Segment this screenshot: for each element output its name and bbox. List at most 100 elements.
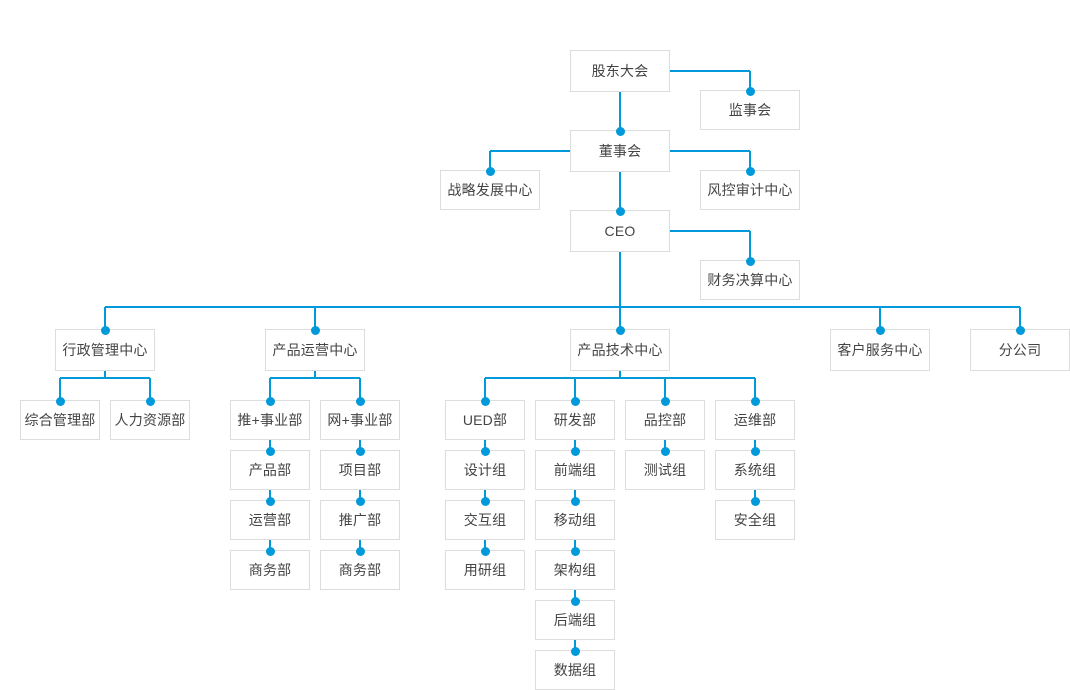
connector-dot-risk-audit [745,166,755,176]
connector-dot-branch [1015,325,1025,335]
org-node-label: 后端组 [553,612,597,628]
org-node-label: 测试组 [643,462,687,478]
connector-dot-test-group [660,446,670,456]
org-node-shareholders[interactable]: 股东大会 [570,50,670,92]
org-node-label: 研发部 [553,412,597,428]
connector-dot-customer-service [875,325,885,335]
connector-dot-admin-center [100,325,110,335]
connector-dot-product-tech [615,325,625,335]
connector-dot-biz-dept-2 [355,546,365,556]
connector-dot-board [615,126,625,136]
org-node-label: 董事会 [598,143,642,159]
org-node-label: 风控审计中心 [707,182,793,198]
connector-dot-system-group [750,446,760,456]
connector-dot-arch-group [570,546,580,556]
connector-dot-product-ops [310,325,320,335]
org-node-label: 商务部 [338,562,382,578]
connector-dot-project-dept [355,446,365,456]
org-node-supervisors[interactable]: 监事会 [700,90,800,130]
org-node-label: 网+事业部 [327,412,393,428]
org-node-strategy[interactable]: 战略发展中心 [440,170,540,210]
org-node-product-ops[interactable]: 产品运营中心 [265,329,365,371]
org-node-label: 监事会 [728,102,772,118]
org-node-security-group[interactable]: 安全组 [715,500,795,540]
org-node-label: 项目部 [338,462,382,478]
org-node-project-dept[interactable]: 项目部 [320,450,400,490]
connector-dot-ceo [615,206,625,216]
connector-dot-mobile-group [570,496,580,506]
org-node-wang-bu[interactable]: 网+事业部 [320,400,400,440]
org-node-ops-dept[interactable]: 运营部 [230,500,310,540]
org-node-customer-service[interactable]: 客户服务中心 [830,329,930,371]
org-node-label: 分公司 [998,342,1042,358]
org-node-design-group[interactable]: 设计组 [445,450,525,490]
connector-dot-data-group [570,646,580,656]
org-node-label: CEO [604,223,636,239]
org-node-promo-dept[interactable]: 推广部 [320,500,400,540]
org-node-product-tech[interactable]: 产品技术中心 [570,329,670,371]
org-node-label: 推广部 [338,512,382,528]
org-node-label: 数据组 [553,662,597,678]
org-node-data-group[interactable]: 数据组 [535,650,615,690]
connector-dot-design-group [480,446,490,456]
connector-dot-promo-dept [355,496,365,506]
org-node-risk-audit[interactable]: 风控审计中心 [700,170,800,210]
connector-dot-strategy [485,166,495,176]
org-node-board[interactable]: 董事会 [570,130,670,172]
connector-dot-hr [145,396,155,406]
connector-dot-ops-dept [265,496,275,506]
org-node-product-dept[interactable]: 产品部 [230,450,310,490]
org-node-hr[interactable]: 人力资源部 [110,400,190,440]
org-node-ops[interactable]: 运维部 [715,400,795,440]
org-node-label: 运营部 [248,512,292,528]
connector-dot-wang-bu [355,396,365,406]
org-node-research-group[interactable]: 用研组 [445,550,525,590]
connector-dot-tui-bu [265,396,275,406]
connector-dot-biz-dept-1 [265,546,275,556]
org-node-biz-dept-1[interactable]: 商务部 [230,550,310,590]
org-node-arch-group[interactable]: 架构组 [535,550,615,590]
connector-dot-finance [745,256,755,266]
org-node-tui-bu[interactable]: 推+事业部 [230,400,310,440]
org-node-admin-center[interactable]: 行政管理中心 [55,329,155,371]
org-node-label: 推+事业部 [237,412,303,428]
org-node-label: 商务部 [248,562,292,578]
org-node-frontend-group[interactable]: 前端组 [535,450,615,490]
connector-dot-research-group [480,546,490,556]
org-node-label: 产品部 [248,462,292,478]
connector-dot-ued [480,396,490,406]
org-node-label: 行政管理中心 [62,342,148,358]
org-node-label: 产品技术中心 [577,342,663,358]
org-node-label: UED部 [462,412,508,428]
org-node-biz-dept-2[interactable]: 商务部 [320,550,400,590]
org-node-test-group[interactable]: 测试组 [625,450,705,490]
org-node-label: 运维部 [733,412,777,428]
org-node-branch[interactable]: 分公司 [970,329,1070,371]
connector-dot-backend-group [570,596,580,606]
org-node-label: 设计组 [463,462,507,478]
org-node-backend-group[interactable]: 后端组 [535,600,615,640]
org-node-label: 财务决算中心 [707,272,793,288]
org-node-ued[interactable]: UED部 [445,400,525,440]
org-node-system-group[interactable]: 系统组 [715,450,795,490]
connector-dot-interaction-group [480,496,490,506]
org-node-ceo[interactable]: CEO [570,210,670,252]
org-node-label: 人力资源部 [114,412,186,428]
org-node-interaction-group[interactable]: 交互组 [445,500,525,540]
connector-dot-general-admin [55,396,65,406]
connector-dot-qa [660,396,670,406]
org-node-label: 战略发展中心 [447,182,533,198]
org-node-finance[interactable]: 财务决算中心 [700,260,800,300]
org-node-general-admin[interactable]: 综合管理部 [20,400,100,440]
org-node-label: 前端组 [553,462,597,478]
org-node-label: 品控部 [643,412,687,428]
org-node-mobile-group[interactable]: 移动组 [535,500,615,540]
org-node-qa[interactable]: 品控部 [625,400,705,440]
org-node-label: 交互组 [463,512,507,528]
connector-dot-product-dept [265,446,275,456]
connector-dot-frontend-group [570,446,580,456]
org-node-rd[interactable]: 研发部 [535,400,615,440]
org-node-label: 安全组 [733,512,777,528]
org-node-label: 系统组 [733,462,777,478]
